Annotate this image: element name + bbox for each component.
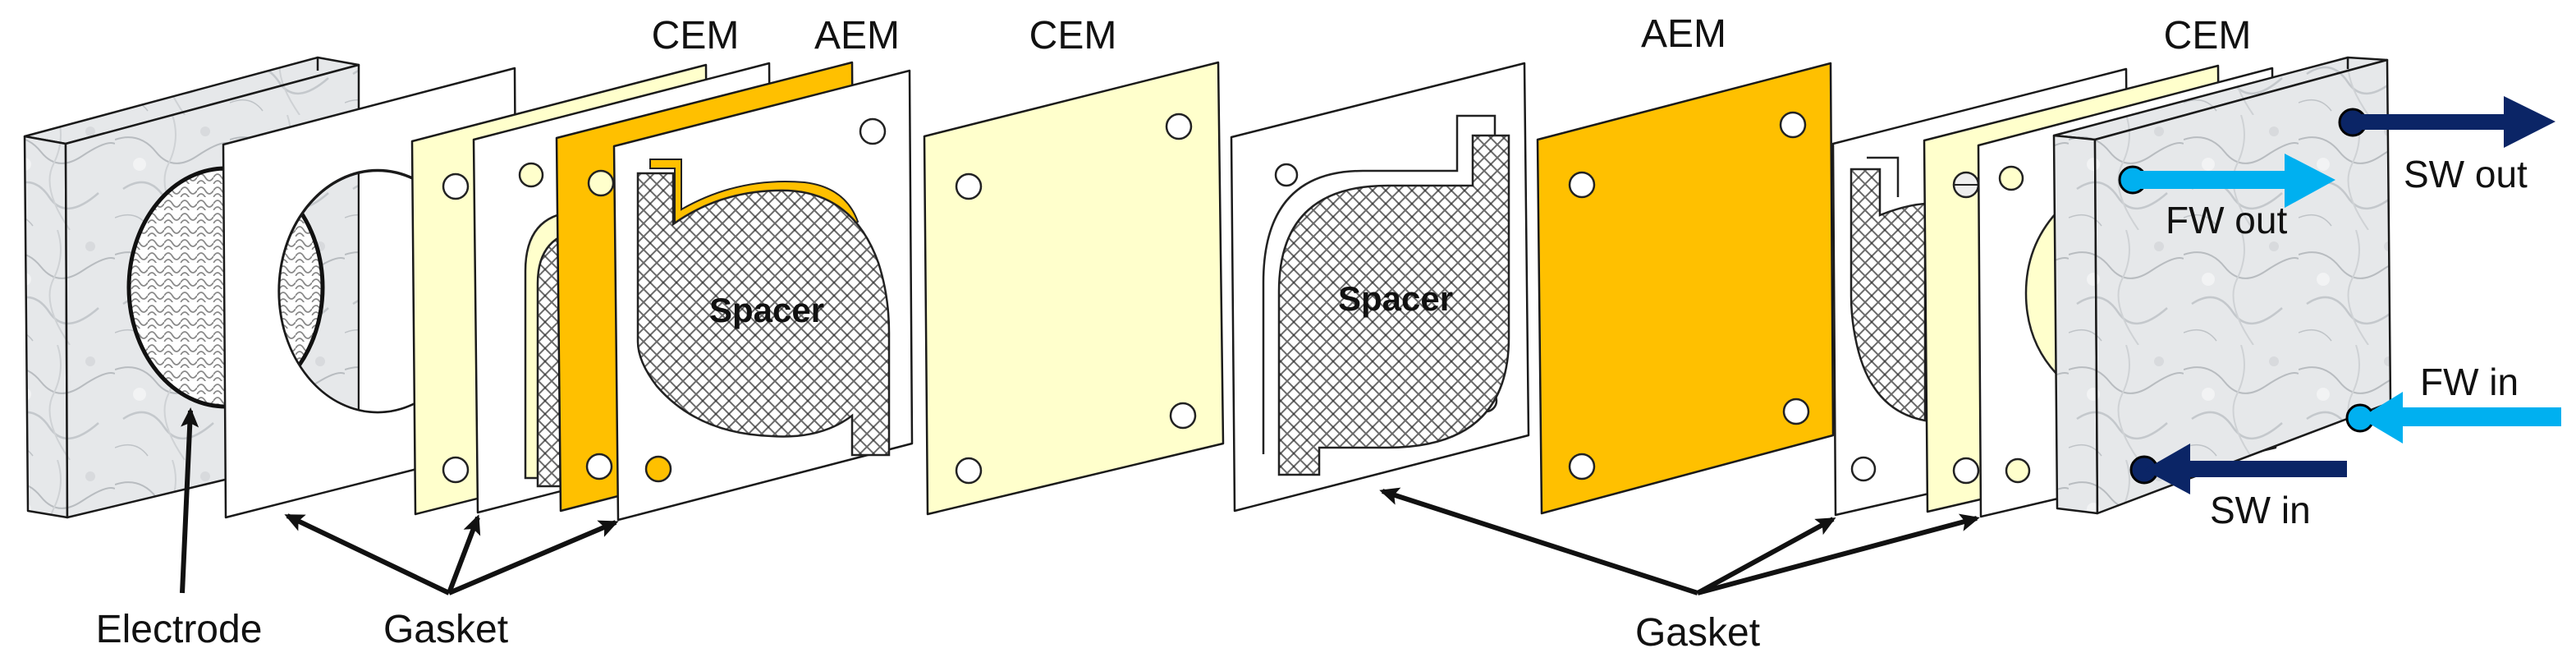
spacer-gasket-1: Spacer	[612, 69, 914, 522]
sw-out-arrow-icon	[2338, 96, 2555, 148]
electrode-label: Electrode	[96, 608, 263, 651]
spacer-mesh-2	[1277, 134, 1510, 476]
spacer-gasket-2: Spacer	[1230, 62, 1530, 513]
aem-label-1: AEM	[814, 14, 900, 57]
cem-label-2: CEM	[1029, 14, 1117, 57]
callouts: Electrode Gasket Gasket	[96, 407, 1980, 655]
gasket-label-right: Gasket	[1635, 611, 1760, 655]
fw-in-arrow-icon	[2345, 392, 2561, 444]
fw-out-label: FW out	[2166, 199, 2287, 241]
spacer-mesh-1	[636, 172, 891, 457]
membrane-labels: CEM AEM CEM AEM CEM	[652, 12, 2252, 57]
cem-label-1: CEM	[652, 14, 740, 57]
fw-out-arrow-icon	[2118, 154, 2335, 208]
sw-out-label: SW out	[2404, 153, 2528, 195]
gasket-label-left: Gasket	[383, 608, 508, 651]
flow-arrows: SW out FW out FW in SW in	[2118, 96, 2561, 531]
aem-membrane-2	[1536, 62, 1835, 515]
spacer-label-2: Spacer	[1338, 279, 1453, 318]
cem-label-3: CEM	[2164, 14, 2252, 57]
cem-membrane-2	[923, 61, 1225, 516]
sw-in-arrow-icon	[2129, 444, 2347, 494]
fw-in-label: FW in	[2420, 361, 2519, 403]
aem-label-2: AEM	[1641, 12, 1726, 56]
spacer-label-1: Spacer	[709, 291, 824, 329]
sw-in-label: SW in	[2210, 489, 2311, 531]
